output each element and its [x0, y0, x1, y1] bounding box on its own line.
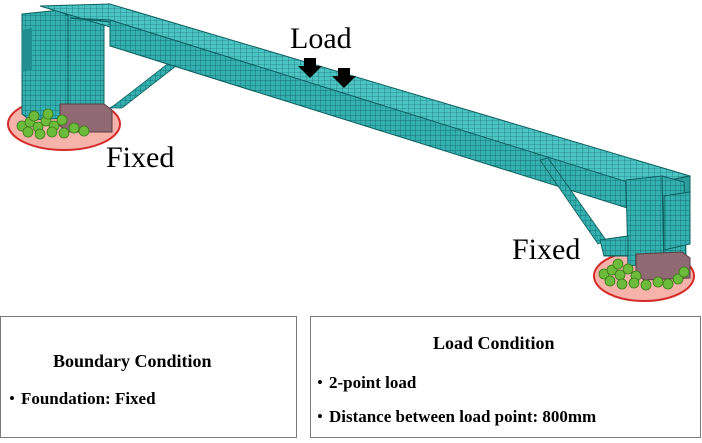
- fixed-label-left: Fixed: [106, 141, 175, 174]
- left-column: [21, 9, 105, 121]
- left-foundation: [16, 103, 113, 140]
- load-arrows: [298, 58, 356, 88]
- load-item-text: Distance between load point: 800mm: [328, 407, 597, 426]
- boundary-item-text: Foundation: Fixed: [20, 389, 156, 408]
- right-foundation: [598, 251, 691, 291]
- fixed-label-right: Fixed: [512, 233, 581, 266]
- right-column: [599, 175, 691, 267]
- fem-beam-diagram: [7, 3, 695, 302]
- load-arrow-1: [298, 58, 322, 78]
- load-label: Load: [290, 22, 352, 55]
- boundary-condition-box: Boundary Condition •Foundation: Fixed: [0, 316, 297, 438]
- load-condition-box: Load Condition •2-point load •Distance b…: [310, 316, 701, 438]
- boundary-item: •Foundation: Fixed: [9, 389, 156, 408]
- load-arrow-2: [332, 68, 356, 88]
- load-condition-title: Load Condition: [433, 333, 555, 353]
- boundary-condition-title: Boundary Condition: [53, 351, 212, 371]
- load-item: •2-point load: [317, 373, 417, 392]
- load-item-text: 2-point load: [328, 373, 417, 392]
- left-brace: [108, 61, 177, 109]
- load-item: •Distance between load point: 800mm: [317, 407, 597, 426]
